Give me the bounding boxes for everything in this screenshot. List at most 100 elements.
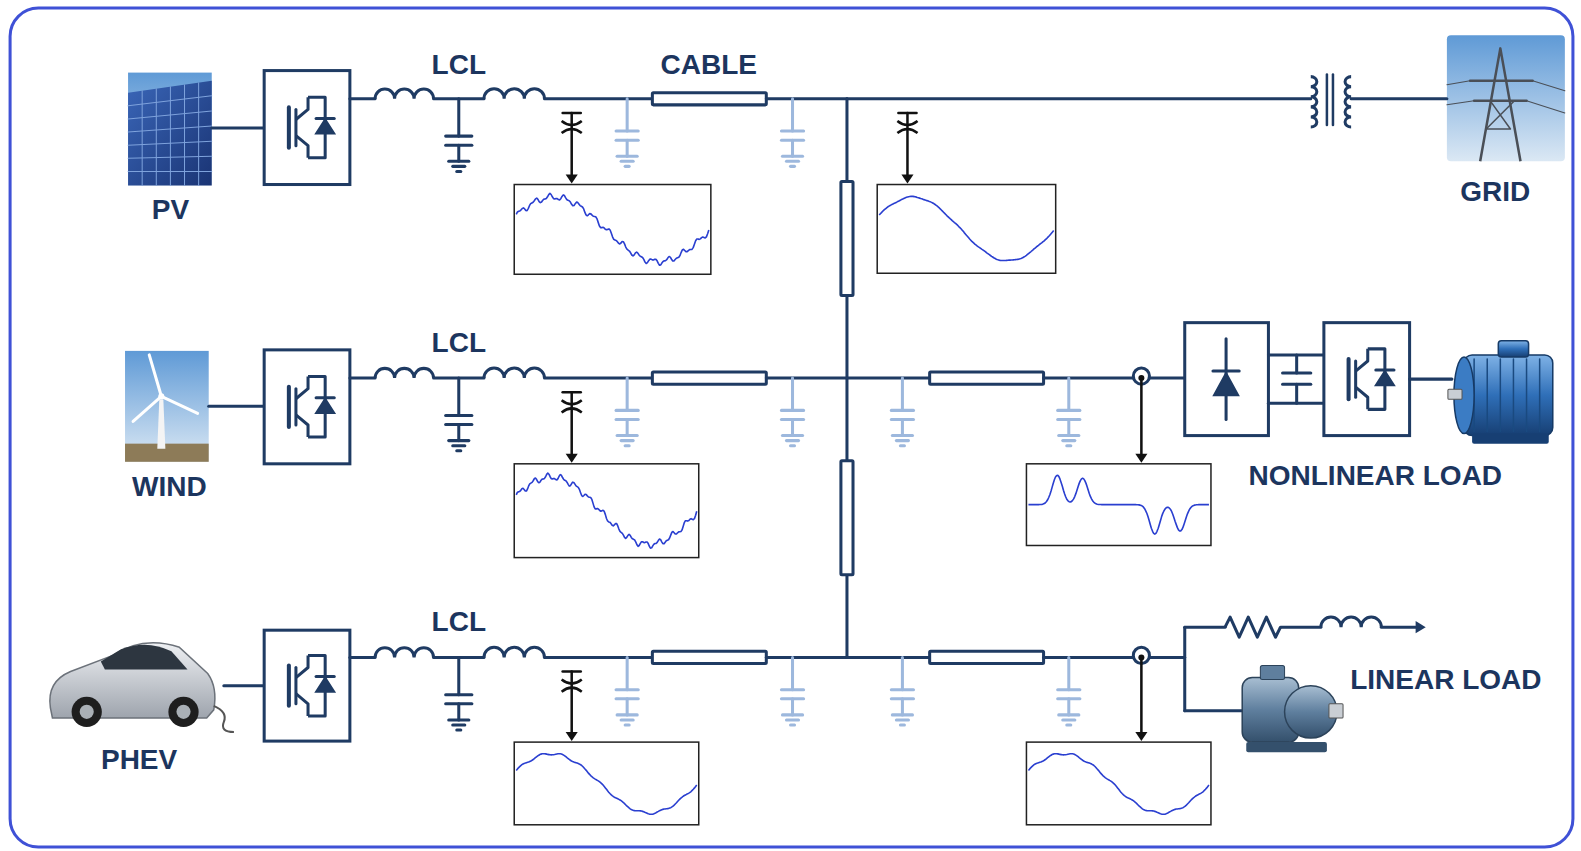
ground-symbol <box>1063 439 1075 442</box>
waveform-box <box>514 464 699 558</box>
wire <box>766 377 847 380</box>
wire <box>847 377 930 380</box>
grid-pylon-image <box>1447 101 1474 105</box>
motor-feet <box>1472 434 1549 444</box>
ground-symbol <box>900 444 904 447</box>
diode-symbol <box>316 675 334 678</box>
igbt-symbol <box>296 655 308 677</box>
pv-cell-grid <box>128 96 212 106</box>
waveform-trace <box>516 193 709 265</box>
grid-pylon-image <box>1470 79 1533 82</box>
probe-lead <box>1140 660 1143 734</box>
motor-shaft <box>1448 389 1462 399</box>
wire <box>1183 627 1186 711</box>
capacitor-symbol <box>901 657 904 689</box>
wire <box>224 684 264 687</box>
grid-pylon-image <box>1527 101 1565 113</box>
ground-symbol <box>449 160 469 163</box>
waveform-trace <box>1028 754 1208 815</box>
ground-symbol <box>1059 434 1079 437</box>
component-label: WIND <box>132 473 207 501</box>
ground-symbol <box>896 439 908 442</box>
ground-symbol <box>449 718 469 721</box>
probe-lead <box>906 113 909 177</box>
diode-symbol <box>316 396 334 399</box>
ground-symbol <box>617 155 637 158</box>
capacitor-symbol <box>781 130 803 133</box>
grid-pylon-image <box>1447 81 1470 85</box>
igbt-symbol <box>296 136 308 158</box>
capacitor-symbol <box>901 699 904 715</box>
capacitor-symbol <box>891 688 913 691</box>
cable-symbol <box>841 461 853 575</box>
rectifier-box <box>1185 323 1269 436</box>
ground-symbol <box>625 165 629 168</box>
capacitor-symbol <box>891 409 913 412</box>
ground-symbol <box>621 439 633 442</box>
probe-lead <box>570 672 573 735</box>
component-label: LCL <box>432 329 486 357</box>
ground-symbol <box>457 170 461 173</box>
motor-fins <box>1526 359 1528 432</box>
capacitor-symbol <box>626 657 629 689</box>
wire <box>544 377 652 380</box>
igbt-symbol <box>1356 387 1368 409</box>
ground-symbol <box>453 444 465 447</box>
ground-symbol <box>892 713 912 716</box>
inductor-symbol <box>375 89 433 99</box>
component-label: CABLE <box>661 51 757 79</box>
ground-symbol <box>786 160 798 163</box>
pv-cell-grid <box>128 171 212 172</box>
capacitor-symbol <box>616 688 638 691</box>
wire <box>847 656 930 659</box>
wire <box>1044 656 1134 659</box>
ground-symbol <box>621 160 633 163</box>
converter-box <box>264 71 350 185</box>
capacitor-symbol <box>626 378 629 410</box>
component-label: PHEV <box>101 746 177 774</box>
igbt-symbol <box>296 694 308 716</box>
gear-motor-image <box>1246 742 1327 752</box>
wire <box>1185 709 1242 712</box>
wire <box>766 656 847 659</box>
igbt-symbol <box>287 107 291 147</box>
capacitor-symbol <box>446 135 472 138</box>
grid-pylon-image <box>1480 48 1520 161</box>
ground-symbol <box>625 723 629 726</box>
resistor-symbol <box>1225 617 1280 637</box>
probe-arrowhead <box>566 454 578 463</box>
transformer-symbol <box>1311 77 1317 127</box>
cable-symbol <box>930 651 1044 663</box>
capacitor-symbol <box>1295 355 1298 373</box>
converter-box <box>1324 323 1410 436</box>
pv-panel-image <box>128 81 212 186</box>
wire <box>212 127 264 130</box>
probe-arrowhead <box>1135 454 1147 463</box>
capacitor-symbol <box>457 378 460 415</box>
ground-symbol <box>782 713 802 716</box>
cable-symbol <box>652 372 766 384</box>
converter-box <box>264 630 350 741</box>
car-image <box>168 697 198 727</box>
capacitor-symbol <box>457 424 460 440</box>
capacitor-symbol <box>457 145 460 161</box>
component-label: GRID <box>1460 178 1530 206</box>
waveform-box <box>514 742 699 825</box>
wind-turbine-image <box>125 351 209 462</box>
igbt-symbol <box>294 389 297 425</box>
wire <box>350 656 375 659</box>
diode-symbol <box>1213 370 1239 373</box>
pv-cell-grid <box>170 87 171 186</box>
pv-cell-grid <box>128 141 212 145</box>
igbt-symbol <box>287 387 291 427</box>
ground-symbol <box>625 444 629 447</box>
car-image <box>72 697 102 727</box>
waveform-trace <box>516 754 696 815</box>
transformer-symbol <box>1332 75 1335 125</box>
capacitor-symbol <box>1058 688 1080 691</box>
diode-symbol <box>316 399 334 413</box>
component-label: LCL <box>432 608 486 636</box>
inductor-symbol <box>375 648 433 658</box>
component-label: PV <box>152 196 189 224</box>
capacitor-symbol <box>1283 372 1311 375</box>
